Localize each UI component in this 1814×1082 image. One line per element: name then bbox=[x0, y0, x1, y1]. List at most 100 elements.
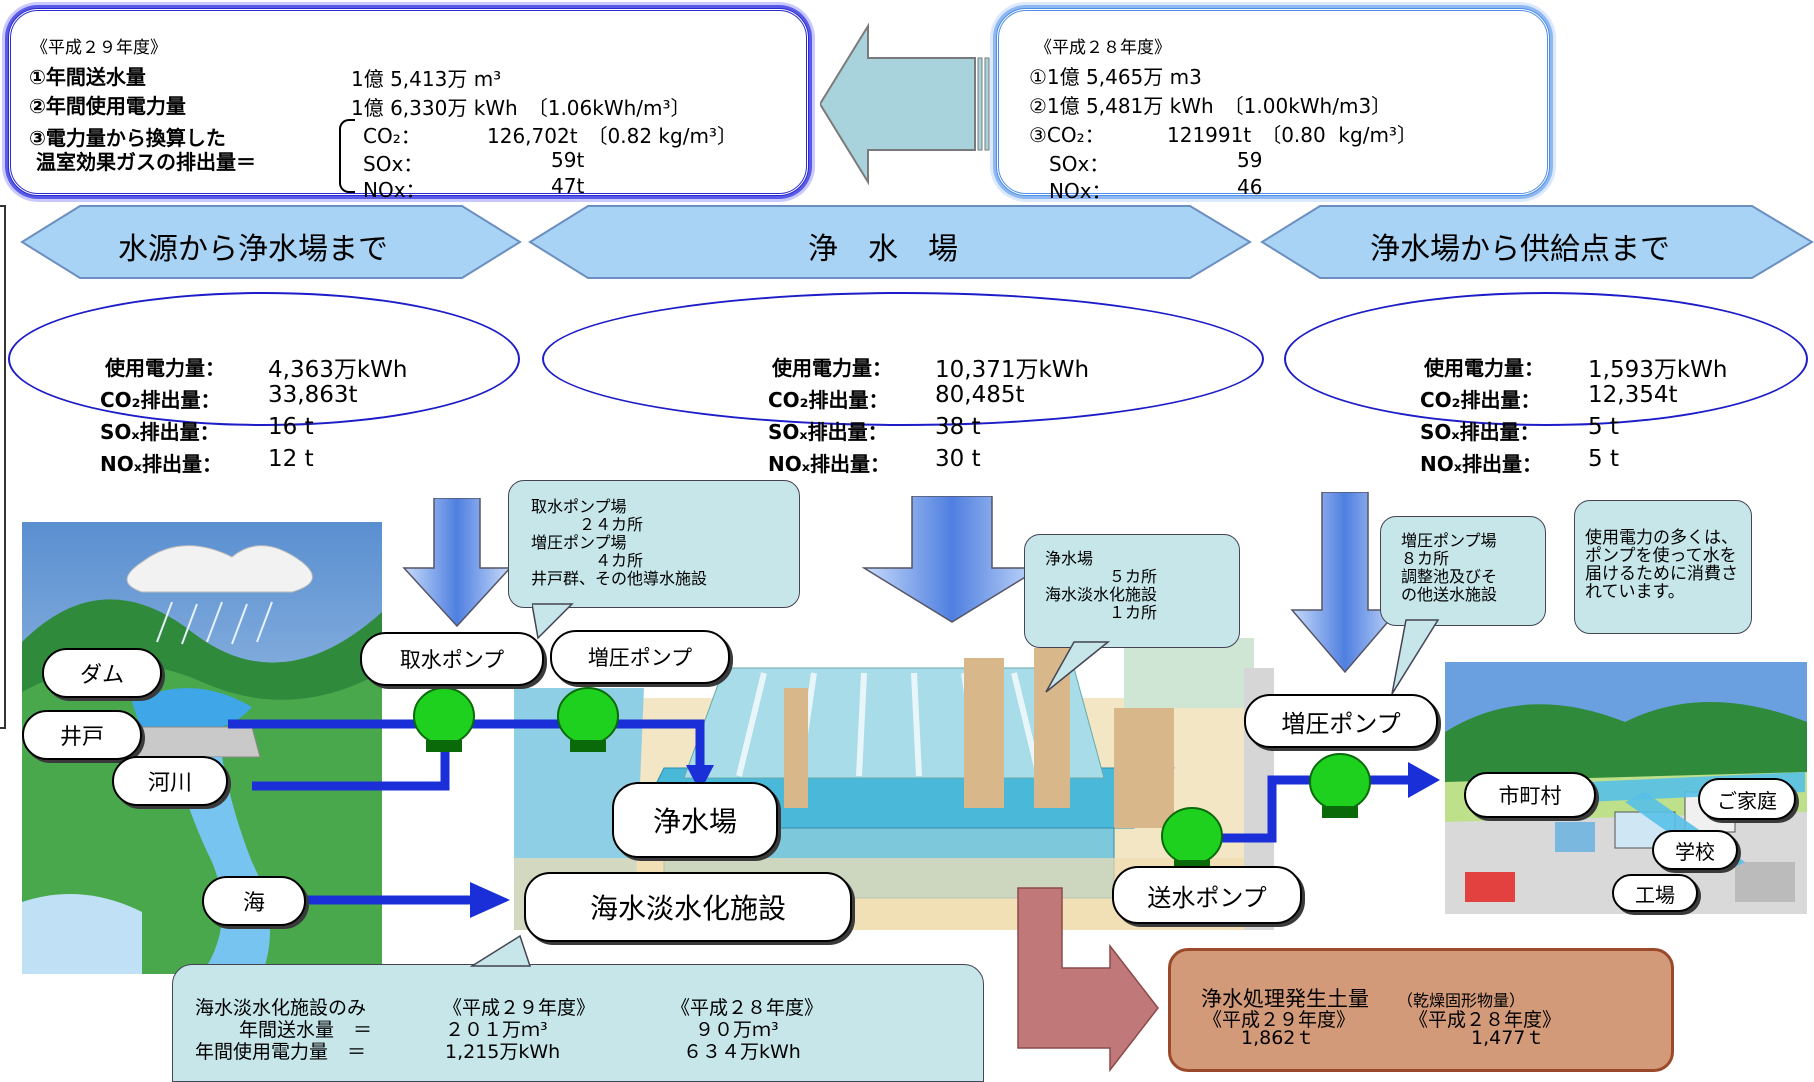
h28-heading: 《平成２８年度》 bbox=[1035, 38, 1171, 58]
stage-label-source: 水源から浄水場まで bbox=[118, 232, 388, 267]
desalination-only-callout: 海水淡水化施設のみ 《平成２９年度》 《平成２８年度》 年間送水量 ＝ ２０１万… bbox=[172, 964, 984, 1082]
home-label: ご家庭 bbox=[1698, 778, 1796, 820]
stat-value-sox: 16 t bbox=[268, 414, 314, 440]
sludge-h28-heading: 《平成２８年度》 bbox=[1409, 1009, 1562, 1031]
pump-icon bbox=[1309, 753, 1371, 818]
stat-value-co2: 80,485t bbox=[935, 382, 1025, 408]
h29-sox-key: SOx： bbox=[363, 152, 424, 176]
callout-tail bbox=[532, 603, 574, 640]
callout-line: 増圧ポンプ場 bbox=[1401, 531, 1497, 550]
factory-label: 工場 bbox=[1612, 874, 1698, 912]
stat-label-nox: NOₓ排出量： bbox=[768, 452, 890, 476]
stage-bands bbox=[20, 205, 1814, 279]
h29-item2-label: ②年間使用電力量 bbox=[29, 94, 186, 118]
stat-value-sox: 38 t bbox=[935, 414, 981, 440]
power-usage-note: 使用電力の多くは、 ポンプを使って水を 届けるために消費さ れています。 bbox=[1574, 500, 1752, 634]
stat-label-sox: SOₓ排出量： bbox=[768, 420, 888, 444]
stat-value-power: 10,371万kWh bbox=[935, 357, 1090, 383]
callout-line: の他送水施設 bbox=[1401, 585, 1498, 604]
desalination-facility-label: 海水淡水化施設 bbox=[524, 872, 852, 942]
left-border-line bbox=[0, 205, 6, 729]
stat-label-sox: SOₓ排出量： bbox=[1420, 420, 1540, 444]
sludge-h29-value: 1,862ｔ bbox=[1241, 1027, 1315, 1049]
stat-label-power: 使用電力量： bbox=[772, 356, 892, 380]
intake-pump-label: 取水ポンプ bbox=[360, 632, 544, 686]
h29-item1-value: 1億 5,413万 m³ bbox=[351, 67, 502, 91]
h28-nox-value: 46 bbox=[1237, 175, 1263, 199]
stat-label-co2: CO₂排出量： bbox=[1420, 388, 1541, 412]
stat-value-nox: 5 t bbox=[1588, 446, 1619, 472]
pump-icon bbox=[557, 687, 619, 752]
h28-co2-key: ③CO₂： bbox=[1029, 123, 1105, 147]
intake-facilities-callout: 取水ポンプ場 ２４カ所 増圧ポンプ場 ４カ所 井戸群、その他導水施設 bbox=[508, 480, 800, 608]
h28-line1: ①1億 5,465万 m3 bbox=[1029, 65, 1202, 89]
h29-co2-key: CO₂： bbox=[363, 124, 421, 148]
h28-sox-value: 59 bbox=[1237, 148, 1263, 172]
plant-facilities-callout: 浄水場 ５カ所 海水淡水化施設 １カ所 bbox=[1024, 534, 1240, 648]
stat-label-co2: CO₂排出量： bbox=[100, 388, 221, 412]
note-line: れています。 bbox=[1585, 582, 1685, 602]
sludge-h28-value: 1,477ｔ bbox=[1471, 1027, 1545, 1049]
desal-row1-h28: ９０万ｍ³ bbox=[695, 1019, 779, 1041]
stat-value-power: 4,363万kWh bbox=[268, 357, 408, 383]
stat-label-co2: CO₂排出量： bbox=[768, 388, 889, 412]
callout-line: ５カ所 bbox=[1045, 567, 1158, 586]
callout-tail bbox=[1045, 641, 1110, 693]
down-arrow-icon bbox=[862, 496, 1042, 623]
h28-line2: ②1億 5,481万 kWh 〔1.00kWh/m3〕 bbox=[1029, 94, 1392, 118]
h29-nox-key: NOx： bbox=[363, 178, 426, 202]
callout-line: 井戸群、その他導水施設 bbox=[531, 569, 708, 588]
sea-label: 海 bbox=[202, 876, 306, 926]
h28-summary-panel: 《平成２８年度》 ①1億 5,465万 m3 ②1億 5,481万 kWh 〔1… bbox=[996, 8, 1550, 203]
down-arrow-icon bbox=[402, 498, 512, 628]
h28-co2-value: 121991t 〔0.80 kg/m³〕 bbox=[1167, 123, 1417, 147]
stat-value-power: 1,593万kWh bbox=[1588, 357, 1728, 383]
desal-h29-heading: 《平成２９年度》 bbox=[443, 997, 596, 1019]
stat-label-power: 使用電力量： bbox=[105, 356, 225, 380]
callout-line: 増圧ポンプ場 bbox=[531, 533, 627, 552]
h29-nox-value: 47t bbox=[551, 174, 585, 198]
river-label: 河川 bbox=[112, 756, 228, 806]
stat-value-nox: 30 t bbox=[935, 446, 981, 472]
h29-summary-panel: 《平成２９年度》 ①年間送水量 1億 5,413万 m³ ②年間使用電力量 1億… bbox=[8, 8, 809, 202]
school-label: 学校 bbox=[1652, 830, 1738, 870]
stats-ellipse-plant bbox=[542, 292, 1264, 426]
municipality-label: 市町村 bbox=[1464, 772, 1596, 818]
pump-icon bbox=[413, 687, 475, 752]
note-line: 使用電力の多くは、 bbox=[1585, 528, 1738, 548]
callout-line: ８カ所 bbox=[1401, 549, 1450, 568]
booster-pump-label-supply: 増圧ポンプ bbox=[1244, 694, 1438, 748]
stats-ellipse-supply bbox=[1284, 292, 1808, 426]
callout-line: 調整池及びそ bbox=[1401, 567, 1498, 586]
callout-line: 取水ポンプ場 bbox=[531, 497, 627, 516]
stat-label-sox: SOₓ排出量： bbox=[100, 420, 220, 444]
stat-label-nox: NOₓ排出量： bbox=[100, 452, 222, 476]
h29-co2-value: 126,702t 〔0.82 kg/m³〕 bbox=[487, 124, 737, 148]
comparison-arrow-icon bbox=[820, 22, 990, 186]
town-illustration bbox=[1445, 662, 1807, 914]
booster-facilities-callout: 増圧ポンプ場 ８カ所 調整池及びそ の他送水施設 bbox=[1380, 516, 1546, 626]
desal-row1-h29: ２０１万ｍ³ bbox=[445, 1019, 548, 1041]
callout-line: 海水淡水化施設 bbox=[1045, 585, 1158, 604]
sludge-h29-heading: 《平成２９年度》 bbox=[1203, 1009, 1356, 1031]
desal-title: 海水淡水化施設のみ bbox=[195, 997, 367, 1019]
callout-tail bbox=[470, 934, 532, 967]
callout-line: １カ所 bbox=[1045, 603, 1158, 622]
callout-line: 浄水場 bbox=[1045, 549, 1094, 568]
h29-item3-label-b: 温室効果ガスの排出量＝ bbox=[29, 150, 256, 174]
h29-item2-value: 1億 6,330万 kWh 〔1.06kWh/m³〕 bbox=[351, 96, 691, 120]
stat-value-co2: 12,354t bbox=[1588, 382, 1678, 408]
booster-pump-label: 増圧ポンプ bbox=[550, 630, 730, 684]
h29-heading: 《平成２９年度》 bbox=[31, 38, 167, 58]
desal-row2-h28: ６３４万kWh bbox=[683, 1041, 801, 1063]
stage-label-supply: 浄水場から供給点まで bbox=[1370, 232, 1670, 267]
callout-line: ２４カ所 bbox=[531, 515, 644, 534]
callout-line: ４カ所 bbox=[531, 551, 644, 570]
desal-row1-label: 年間送水量 ＝ bbox=[239, 1019, 373, 1041]
stat-label-power: 使用電力量： bbox=[1424, 356, 1544, 380]
note-line: ポンプを使って水を bbox=[1585, 546, 1737, 566]
stats-ellipse-source bbox=[8, 292, 520, 426]
stat-label-nox: NOₓ排出量： bbox=[1420, 452, 1542, 476]
stage-label-plant: 浄 水 場 bbox=[808, 232, 958, 267]
sludge-title-note: （乾燥固形物量） bbox=[1397, 991, 1526, 1010]
